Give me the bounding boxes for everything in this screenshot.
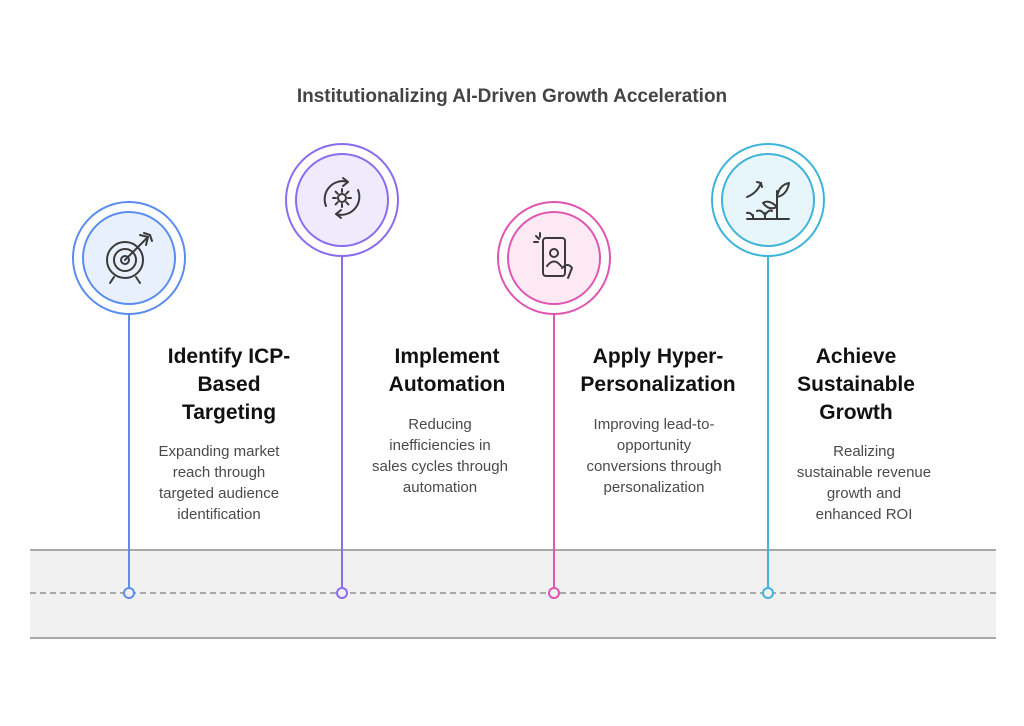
road-center-line <box>30 592 996 594</box>
step-3-marker <box>548 587 560 599</box>
step-3-icon-circle <box>497 201 611 315</box>
step-2-description: Reducing inefficiencies in sales cycles … <box>372 416 508 496</box>
step-1-connector <box>128 312 130 592</box>
diagram-title: Institutionalizing AI-Driven Growth Acce… <box>296 86 728 107</box>
step-4-icon-circle <box>711 143 825 257</box>
gear-cycle-icon <box>314 170 370 231</box>
step-2-icon-circle <box>285 143 399 257</box>
step-2-connector <box>341 254 343 592</box>
step-1-icon-circle <box>72 201 186 315</box>
step-3-connector <box>553 312 555 592</box>
step-4-title: Achieve Sustainable Growth <box>797 345 915 424</box>
step-4-connector <box>767 254 769 592</box>
step-4-description: Realizing sustainable revenue growth and… <box>796 443 932 523</box>
step-3-description: Improving lead-to- opportunity conversio… <box>586 416 722 496</box>
target-arrow-icon <box>100 227 158 290</box>
step-4-marker <box>762 587 774 599</box>
step-2-marker <box>336 587 348 599</box>
smartphone-user-icon <box>526 228 582 289</box>
step-1-title: Identify ICP- Based Targeting <box>167 345 291 424</box>
step-1-marker <box>123 587 135 599</box>
growing-plant-icon <box>739 169 797 232</box>
step-3-title: Apply Hyper- Personalization <box>580 345 736 396</box>
road <box>30 549 996 639</box>
step-2-title: Implement Automation <box>388 345 506 396</box>
step-1-description: Expanding market reach through targeted … <box>158 443 280 523</box>
